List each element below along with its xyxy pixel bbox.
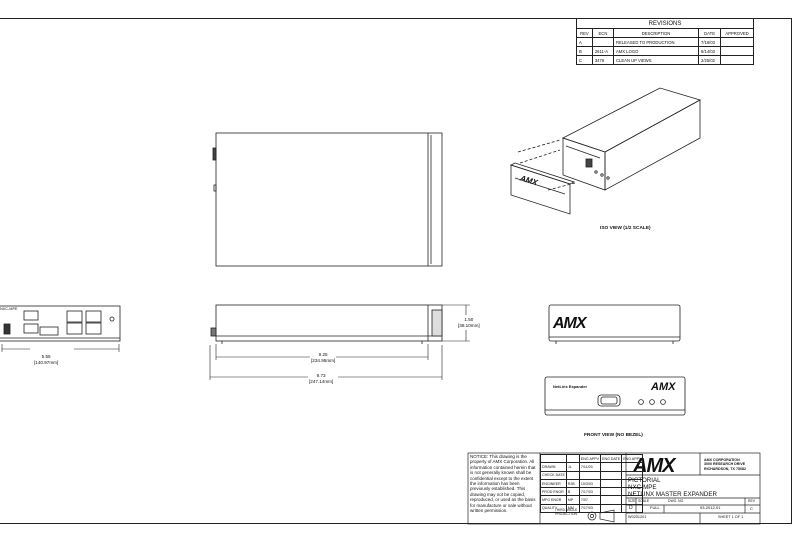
dim-value: 5.55 (41, 354, 51, 359)
rear-view-label: NXC-MPE (0, 307, 18, 311)
init: RJB (565, 478, 580, 489)
init: MP (565, 495, 580, 505)
role: DRAWN (540, 462, 567, 472)
ecn-cell: 3476 (591, 55, 615, 65)
init (565, 470, 580, 480)
size-value: D (629, 505, 633, 511)
approved-cell (720, 55, 754, 65)
dim-value: 9.25 (318, 352, 328, 357)
hdr: ENG APPV (621, 453, 644, 464)
projection-label: THIRD ANGLE PROJECTION (554, 508, 578, 516)
dim-value: 9.73 (316, 373, 326, 378)
hdr (540, 453, 567, 464)
role: ENGINEER (540, 478, 567, 489)
iso-view-caption: ISO VIEW (1/2 SCALE) (600, 226, 651, 231)
part-number: W0201201 (628, 515, 647, 519)
front-view-caption: FRONT VIEW (NO BEZEL) (584, 433, 643, 438)
init: B (565, 487, 580, 497)
company-name: AMX CORPORATION (704, 458, 740, 462)
side-view (210, 304, 443, 344)
revision-row: B 2611-A AMX LOGO 8/14/03 (576, 46, 754, 56)
dim-value: 1.50 (464, 317, 474, 322)
company-address: AMX CORPORATION 3000 RESEARCH DRIVE RICH… (704, 458, 746, 471)
front-view (544, 376, 686, 416)
width-dimension: 5.55 [140.97mm] (34, 354, 58, 365)
dim-metric: [234.95mm] (311, 357, 336, 363)
overall-depth-dimension: 9.73 [247.14mm] (309, 373, 333, 384)
hdr: ENG APPV (578, 453, 602, 464)
bezel-view (548, 304, 681, 344)
hdr: ENG DATE (600, 453, 623, 464)
role: CHECK DATE (540, 470, 567, 480)
drawing-description: PICTORIAL NXC-MPE NETLINX MASTER EXPANDE… (628, 477, 717, 498)
rev-value: C (750, 506, 753, 511)
date: 10/3/03 (578, 478, 602, 489)
dim-metric: [140.97mm] (34, 359, 59, 365)
date-cell: 2/25/02 (698, 55, 722, 65)
confidentiality-notice: NOTICE: This drawing is the property of … (470, 454, 536, 514)
init: JL (565, 462, 580, 472)
drawing-border (0, 18, 792, 524)
rear-panel-view (0, 305, 121, 342)
dim-metric: [247.14mm] (309, 378, 334, 384)
top-view (212, 132, 443, 267)
dwg-number: 93-2012-01 (700, 505, 721, 510)
front-logo: AMX (651, 381, 676, 393)
date: 7/17/03 (578, 487, 602, 497)
depth-dimension: 9.25 [234.95mm] (311, 352, 335, 363)
dimension-lines (1, 304, 470, 380)
role: PROD ENGR (540, 487, 567, 497)
dwg-label: DWG. NO. (668, 499, 685, 503)
date: 7/17/03 (578, 503, 602, 514)
revisions-table: REVISIONS REV ECN DESCRIPTION DATE APPRO… (576, 18, 754, 65)
scale-label: SCALE (638, 499, 650, 503)
revision-row: C 3476 CLEAN UP VIEWS 2/25/02 (576, 55, 754, 65)
rev-label: REV (748, 499, 755, 503)
desc-line: NXC-MPE (628, 484, 657, 491)
dim-metric: [38.10mm] (458, 322, 480, 328)
desc-line: PICTORIAL (628, 477, 661, 484)
date (578, 470, 602, 480)
height-dimension: 1.50 [38.10mm] (458, 317, 480, 328)
titleblock-logo: AMX (633, 455, 675, 477)
size-label: SIZE (628, 499, 636, 503)
desc-line: NETLINX MASTER EXPANDER (628, 491, 717, 498)
scale-value: FULL (650, 505, 660, 510)
iso-view (509, 87, 702, 215)
hdr (565, 453, 580, 464)
company-city: RICHARDSON, TX 75082 (704, 466, 746, 471)
company-street: 3000 RESEARCH DRIVE (704, 462, 746, 467)
sheet-number: SHEET 1 OF 1 (718, 515, 744, 519)
front-view-label: NetLinx Expander (553, 384, 588, 389)
role: MFG ENGR (540, 495, 567, 505)
bezel-logo: AMX (553, 315, 587, 332)
date: 7/07 (578, 495, 602, 505)
date: 7/11/03 (578, 462, 602, 472)
